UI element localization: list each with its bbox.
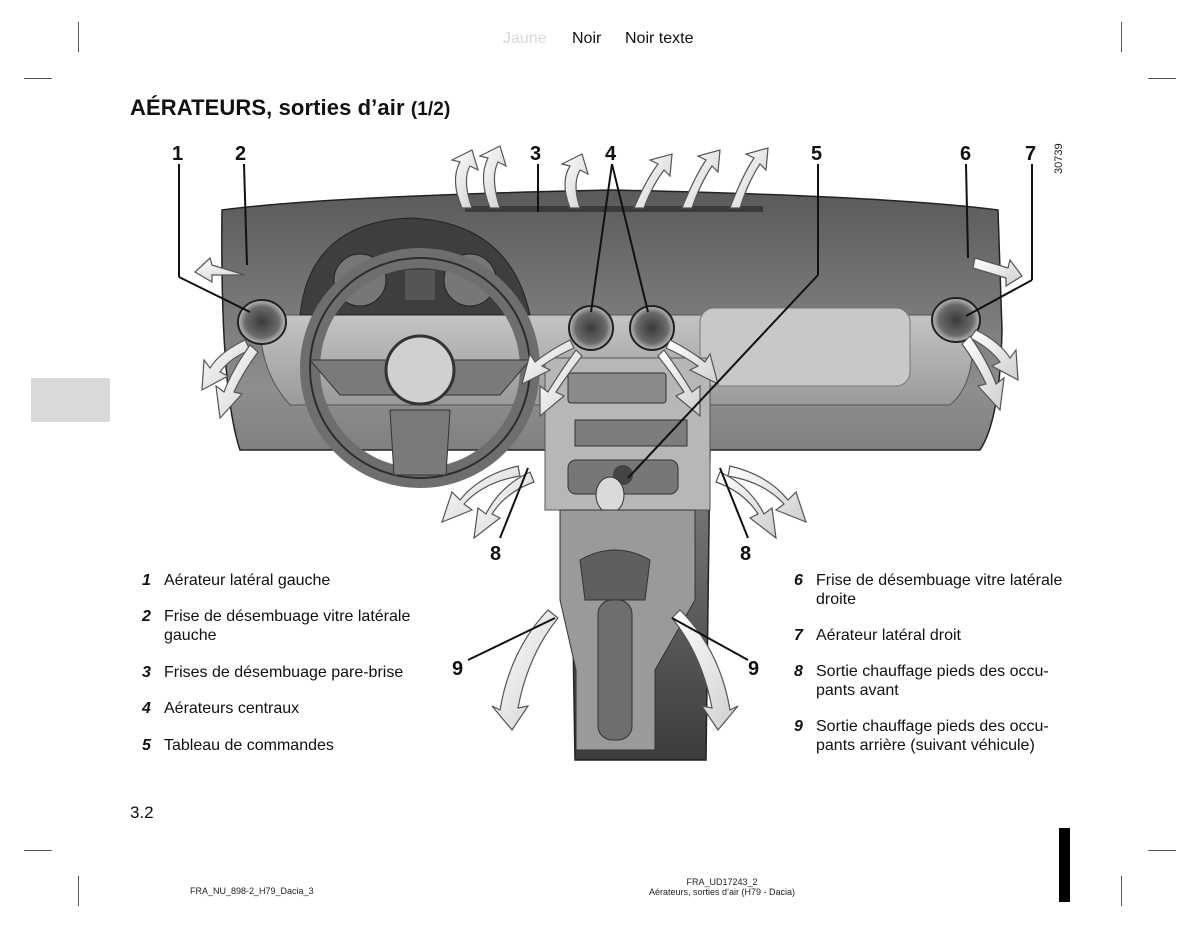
footer-right-line1: FRA_UD17243_2 [686, 877, 758, 887]
legend-item: 1 Aérateur latéral gauche [142, 572, 331, 589]
callout-3: 3 [530, 143, 541, 165]
callout-numbers: 1 2 3 4 5 6 7 8 8 9 9 [172, 143, 1036, 680]
callout-leaders [178, 163, 1033, 661]
footer-left: FRA_NU_898-2_H79_Dacia_3 [190, 886, 314, 896]
crop-mark [78, 876, 79, 906]
figure-code: 30739 [1053, 143, 1065, 174]
callout-9-left: 9 [452, 658, 463, 680]
header-color-noir: Noir [572, 30, 602, 47]
center-vent-left [568, 305, 614, 351]
left-side-vent [237, 299, 287, 345]
crop-mark [24, 850, 52, 851]
footer-right: FRA_UD17243_2 Aérateurs, sorties d’air (… [622, 877, 822, 897]
header-color-jaune: Jaune [503, 30, 547, 47]
crop-mark [1148, 850, 1176, 851]
dashboard-illustration: 1 2 3 4 5 6 7 8 8 9 9 30739 [172, 143, 1065, 761]
callout-1: 1 [172, 143, 183, 165]
callout-2: 2 [235, 143, 246, 165]
legend-item: 6 Frise de désembuage vitre latérale dro… [794, 572, 1063, 608]
airflow-arrows [194, 145, 1023, 732]
footer-right-line2: Aérateurs, sorties d’air (H79 - Dacia) [648, 887, 796, 897]
legend-item: 3 Frises de désembuage pare-brise [142, 664, 404, 681]
legend-item: 5 Tableau de commandes [142, 737, 334, 754]
center-vent-right [629, 305, 675, 351]
chapter-tab [31, 378, 110, 422]
callout-6: 6 [960, 143, 971, 165]
callout-4: 4 [605, 143, 617, 165]
callout-8-left: 8 [490, 543, 501, 565]
crop-mark [24, 78, 52, 79]
crop-mark [1121, 22, 1122, 52]
crop-mark [1148, 78, 1176, 79]
legend-item: 4 Aérateurs centraux [142, 700, 300, 717]
page-title: AÉRATEURS, sorties d’air (1/2) [130, 95, 450, 121]
crop-mark [78, 22, 79, 52]
legend-item: 8 Sortie chauffage pieds des occu-pants … [794, 663, 1049, 699]
callout-5: 5 [811, 143, 822, 165]
legend-item: 2 Frise de désembuage vitre latérale gau… [142, 608, 411, 644]
legend-item: 9 Sortie chauffage pieds des occu-pants … [794, 718, 1049, 754]
page-title-part: (1/2) [410, 99, 451, 120]
chapter-marker-bar [1059, 828, 1070, 902]
crop-mark [1121, 876, 1122, 906]
callout-7: 7 [1025, 143, 1036, 165]
callout-9-right: 9 [748, 658, 759, 680]
right-side-vent [931, 297, 981, 343]
page-number: 3.2 [130, 803, 154, 822]
page-title-main: AÉRATEURS, sorties d’air [130, 95, 405, 120]
header-color-noir-texte: Noir texte [625, 30, 694, 47]
legend-item: 7 Aérateur latéral droit [794, 627, 961, 644]
callout-8-right: 8 [740, 543, 751, 565]
